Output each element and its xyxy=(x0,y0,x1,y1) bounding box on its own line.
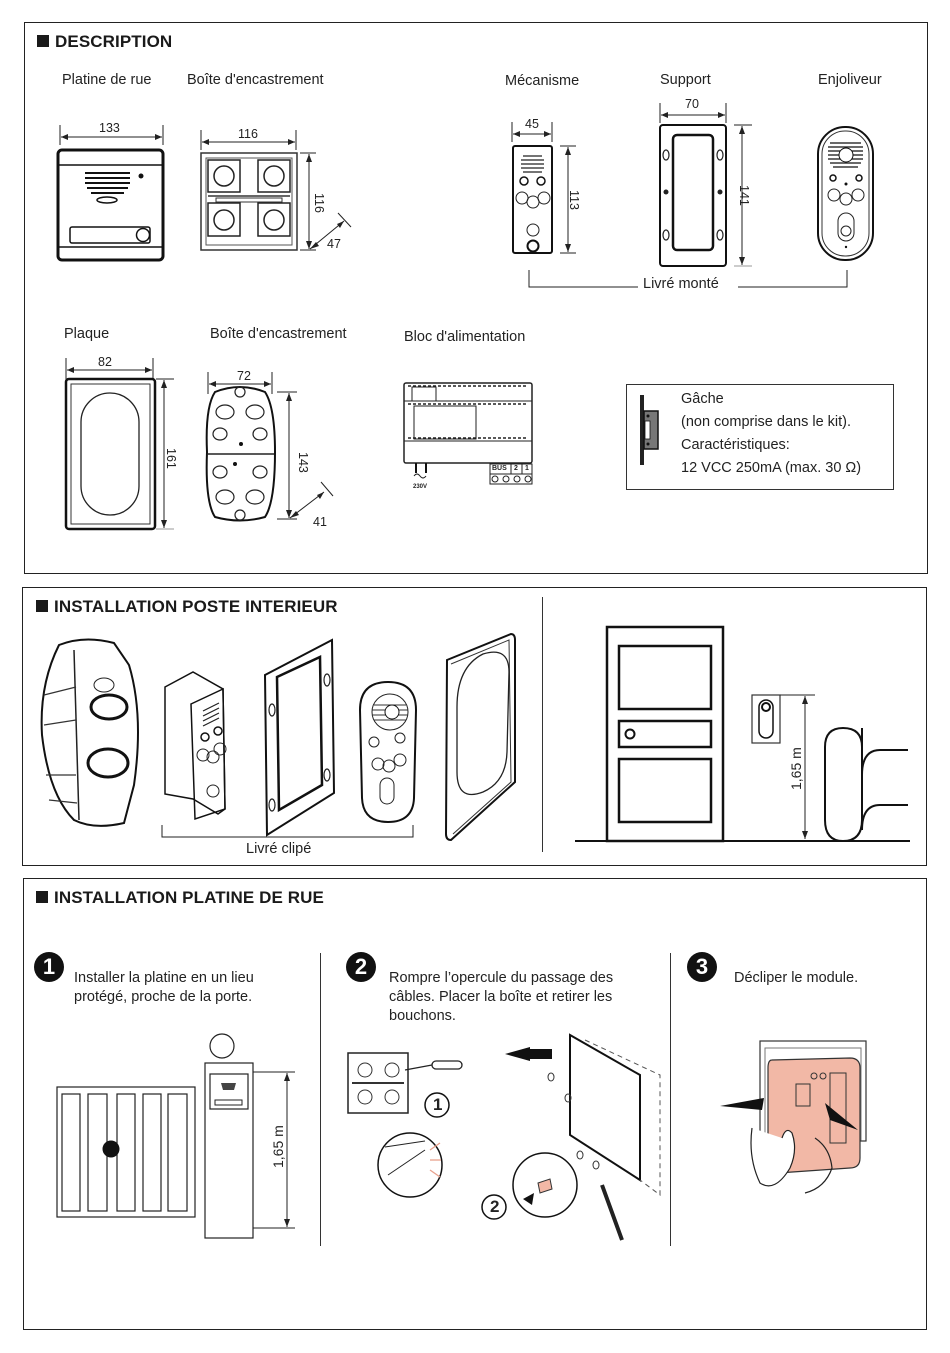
livre-clipe-label: Livré clipé xyxy=(246,841,312,857)
step-3-text-line-1: Décliper le module. xyxy=(734,970,859,986)
step-divider-1 xyxy=(320,953,321,1246)
platine-heading: INSTALLATION PLATINE DE RUE xyxy=(36,888,324,908)
interior-height-label: 1,65 m xyxy=(788,747,804,790)
step-3-number-badge: 3 xyxy=(687,952,717,982)
label-boite-encastrement-1: Boîte d'encastrement xyxy=(187,72,324,88)
support-3d-illustration xyxy=(263,638,336,837)
gate-and-pillar-illustration xyxy=(56,1033,295,1239)
step-1-text-line-1: Installer la platine en un lieu xyxy=(74,970,254,986)
step-2-text: Rompre l’opercule du passage des câbles.… xyxy=(389,969,613,1026)
terminal-1-label: 1 xyxy=(525,465,529,472)
gache-note: (non comprise dans le kit). xyxy=(681,414,852,430)
dim-mecanisme-width: 45 xyxy=(525,117,539,131)
boite-encastrement-square-illustration xyxy=(200,130,352,251)
interior-divider xyxy=(542,597,543,852)
step-3-unclip-module-illustration xyxy=(720,1040,867,1194)
label-boite-encastrement-2: Boîte d'encastrement xyxy=(210,326,347,342)
livre-monte-bracket xyxy=(528,270,848,288)
label-platine-de-rue: Platine de rue xyxy=(62,72,152,88)
input-230v-label: 230V xyxy=(413,484,428,490)
platine-title: INSTALLATION PLATINE DE RUE xyxy=(54,888,324,907)
heading-square-icon xyxy=(37,35,49,47)
plaque-3d-illustration xyxy=(444,632,516,842)
wall-box-3d-illustration xyxy=(40,638,139,827)
dim-boite1-width: 116 xyxy=(238,127,258,141)
step-1-text: Installer la platine en un lieu protégé,… xyxy=(74,969,254,1007)
door-scene-illustration xyxy=(575,625,910,843)
step-divider-2 xyxy=(670,953,671,1246)
enjoliveur-illustration xyxy=(817,126,874,261)
step-2-number-badge: 2 xyxy=(346,952,376,982)
gache-info-box xyxy=(626,384,894,490)
dim-boite2-depth: 41 xyxy=(313,515,327,529)
dim-boite1-depth: 47 xyxy=(327,237,341,251)
gache-icon xyxy=(640,395,659,465)
step-2-text-line-2: câbles. Placer la boîte et retirer les xyxy=(389,989,613,1005)
dim-support-width: 70 xyxy=(685,97,699,111)
dim-boite2-width: 72 xyxy=(237,369,251,383)
gache-spec: 12 VCC 250mA (max. 30 Ω) xyxy=(681,460,862,476)
step-2-text-line-1: Rompre l’opercule du passage des xyxy=(389,970,614,986)
dim-platine-width: 133 xyxy=(99,121,120,135)
gache-text: Gâche (non comprise dans le kit). Caract… xyxy=(681,388,861,480)
terminal-bus-label: BUS xyxy=(492,465,507,472)
step-2-callout-1: 1 xyxy=(433,1095,443,1114)
platine-de-rue-illustration xyxy=(56,125,165,262)
step-1-text-line-2: protégé, proche de la porte. xyxy=(74,989,253,1005)
mecanisme-3d-illustration xyxy=(164,671,227,821)
plaque-illustration xyxy=(64,358,174,531)
heading-square-icon xyxy=(36,891,48,903)
step-2-illustration xyxy=(347,1033,661,1241)
label-mecanisme: Mécanisme xyxy=(505,73,580,89)
boite-encastrement-oval-illustration xyxy=(205,372,334,522)
livre-monte-label: Livré monté xyxy=(643,276,719,292)
bloc-alimentation-illustration xyxy=(403,382,533,485)
heading-square-icon xyxy=(36,600,48,612)
label-support: Support xyxy=(660,72,711,88)
gache-title: Gâche xyxy=(681,391,724,407)
step-3-text: Décliper le module. xyxy=(734,969,858,988)
dim-plaque-width: 82 xyxy=(98,355,112,369)
label-enjoliveur: Enjoliveur xyxy=(818,72,882,88)
terminal-2-label: 2 xyxy=(514,465,518,472)
description-heading: DESCRIPTION xyxy=(37,32,172,52)
description-title: DESCRIPTION xyxy=(55,32,173,51)
gache-spec-label: Caractéristiques: xyxy=(681,437,790,453)
step-2-callout-2: 2 xyxy=(490,1197,500,1216)
livre-clipe-bracket xyxy=(161,825,414,838)
step-2-text-line-3: bouchons. xyxy=(389,1008,456,1024)
label-plaque: Plaque xyxy=(64,326,110,342)
step-1-height-label: 1,65 m xyxy=(270,1125,286,1168)
step-1-number-badge: 1 xyxy=(34,952,64,982)
enjoliveur-3d-illustration xyxy=(358,680,418,824)
description-panel xyxy=(24,22,928,574)
support-illustration xyxy=(659,103,752,267)
interior-title: INSTALLATION POSTE INTERIEUR xyxy=(54,597,338,616)
label-bloc-alimentation: Bloc d'alimentation xyxy=(404,329,526,345)
mecanisme-illustration xyxy=(511,122,576,254)
interior-heading: INSTALLATION POSTE INTERIEUR xyxy=(36,597,338,617)
